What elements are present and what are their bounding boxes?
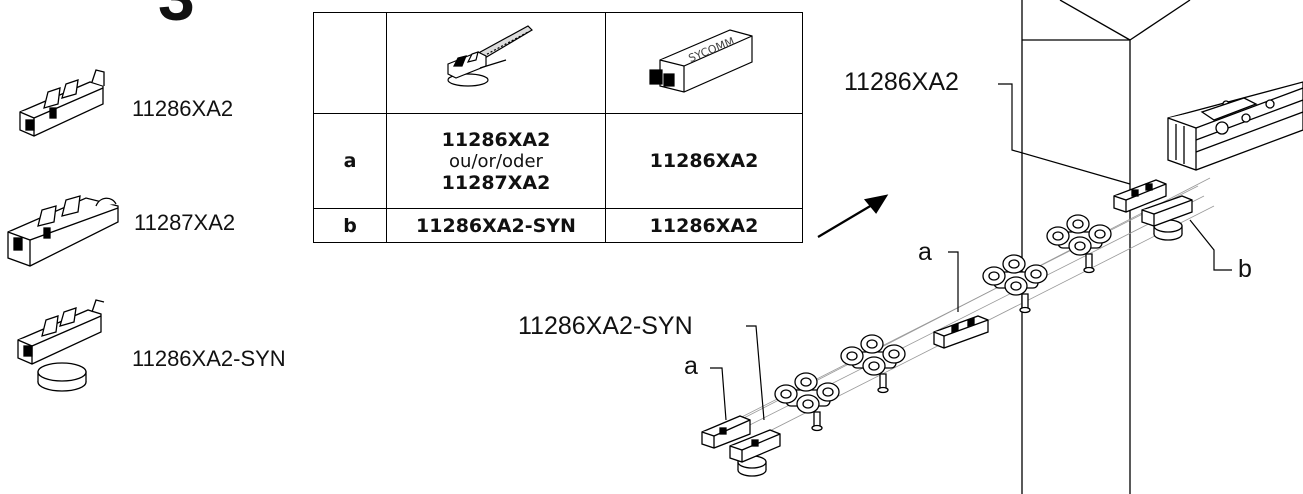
trolley-4: [775, 373, 839, 431]
table-row-b: b 11286XA2-SYN 11286XA2: [313, 208, 803, 243]
a-left-car: [701, 415, 751, 449]
compatibility-table: a 11286XA2 ou/or/oder 11287XA2 11286XA2 …: [313, 12, 803, 243]
track-rail: [1167, 81, 1303, 171]
row-label-b: b: [313, 208, 387, 243]
pointer-arrow: [817, 194, 889, 238]
table-corner-cell: [313, 12, 387, 114]
part-label-11286xa2-syn: 11286XA2-SYN: [132, 346, 286, 371]
row-a-motor-cell: 11286XA2: [605, 113, 803, 209]
b-drive-car: [1141, 195, 1193, 241]
syn-left-car: [729, 429, 781, 477]
callout-leaders: [710, 83, 1232, 421]
header-sycomm-motor-cell: [605, 12, 803, 114]
header-belt-carriage-cell: [386, 12, 606, 114]
callout-syn-part: 11286XA2-SYN: [518, 312, 693, 340]
row-label-a: a: [313, 113, 387, 209]
wall-panel: [1021, 0, 1191, 494]
callout-a-middle: a: [918, 238, 932, 266]
step-number: 3: [158, 0, 195, 30]
trolley-1: [1047, 215, 1111, 273]
row-a-or-text: ou/or/oder: [449, 150, 543, 172]
callout-a-left: a: [684, 352, 698, 380]
row-b-belt-cell: 11286XA2-SYN: [386, 208, 606, 243]
row-b-motor-cell: 11286XA2: [605, 208, 803, 243]
part-11286xa2-image: [19, 69, 105, 137]
part-11286xa2-syn-image: [17, 299, 105, 392]
trolley-3: [841, 335, 905, 393]
row-a-part-1: 11286XA2: [441, 128, 551, 151]
row-a-belt-cell: 11286XA2 ou/or/oder 11287XA2: [386, 113, 606, 209]
callout-top-part: 11286XA2: [844, 68, 959, 96]
row-a-part-2: 11287XA2: [441, 171, 551, 194]
callout-b: b: [1238, 255, 1252, 283]
part-11287xa2-image: [7, 195, 119, 267]
top-drive-car: [1113, 179, 1167, 213]
part-label-11287xa2: 11287XA2: [134, 210, 236, 235]
trolley-2: [983, 255, 1047, 313]
part-label-11286xa2: 11286XA2: [132, 96, 234, 121]
table-row-a: a 11286XA2 ou/or/oder 11287XA2 11286XA2: [313, 113, 803, 209]
a-middle-car: [933, 315, 989, 349]
